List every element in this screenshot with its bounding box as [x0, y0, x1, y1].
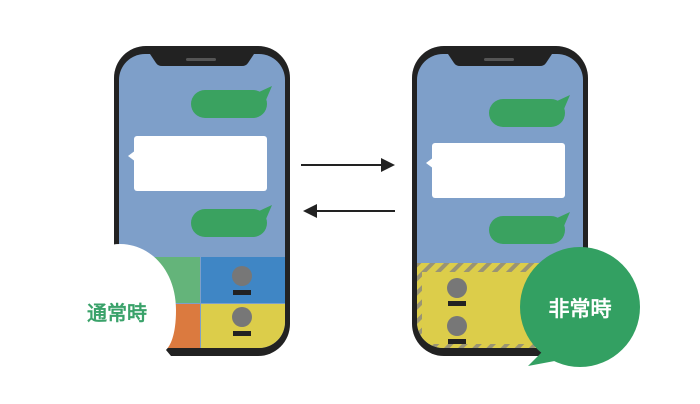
- chat-bubble-white: [426, 143, 565, 198]
- person-avatar-icon: [232, 307, 252, 336]
- chat-bubble-white: [128, 136, 267, 191]
- phone-screen: [417, 54, 583, 348]
- person-avatar-icon: [447, 316, 467, 344]
- normal-mode-badge: [66, 244, 176, 366]
- arrow-head-right: [381, 158, 395, 172]
- normal-mode-label: 通常時: [87, 300, 147, 325]
- chat-bubble-green: [191, 205, 272, 237]
- person-avatar-icon: [232, 266, 252, 295]
- badge-tail: [528, 352, 560, 366]
- emergency-mode-badge: [520, 247, 640, 367]
- left-right-arrows-icon: [301, 158, 395, 218]
- chat-bubble-green: [489, 95, 570, 127]
- chat-bubble-green: [489, 212, 570, 244]
- chat-bubble-green: [191, 86, 272, 118]
- speaker-grille: [186, 58, 216, 61]
- person-avatar-icon: [447, 278, 467, 306]
- emergency-mode-label: 非常時: [548, 297, 612, 321]
- phone-emergency: [412, 46, 588, 356]
- speaker-grille: [484, 58, 514, 61]
- arrow-head-left: [303, 204, 317, 218]
